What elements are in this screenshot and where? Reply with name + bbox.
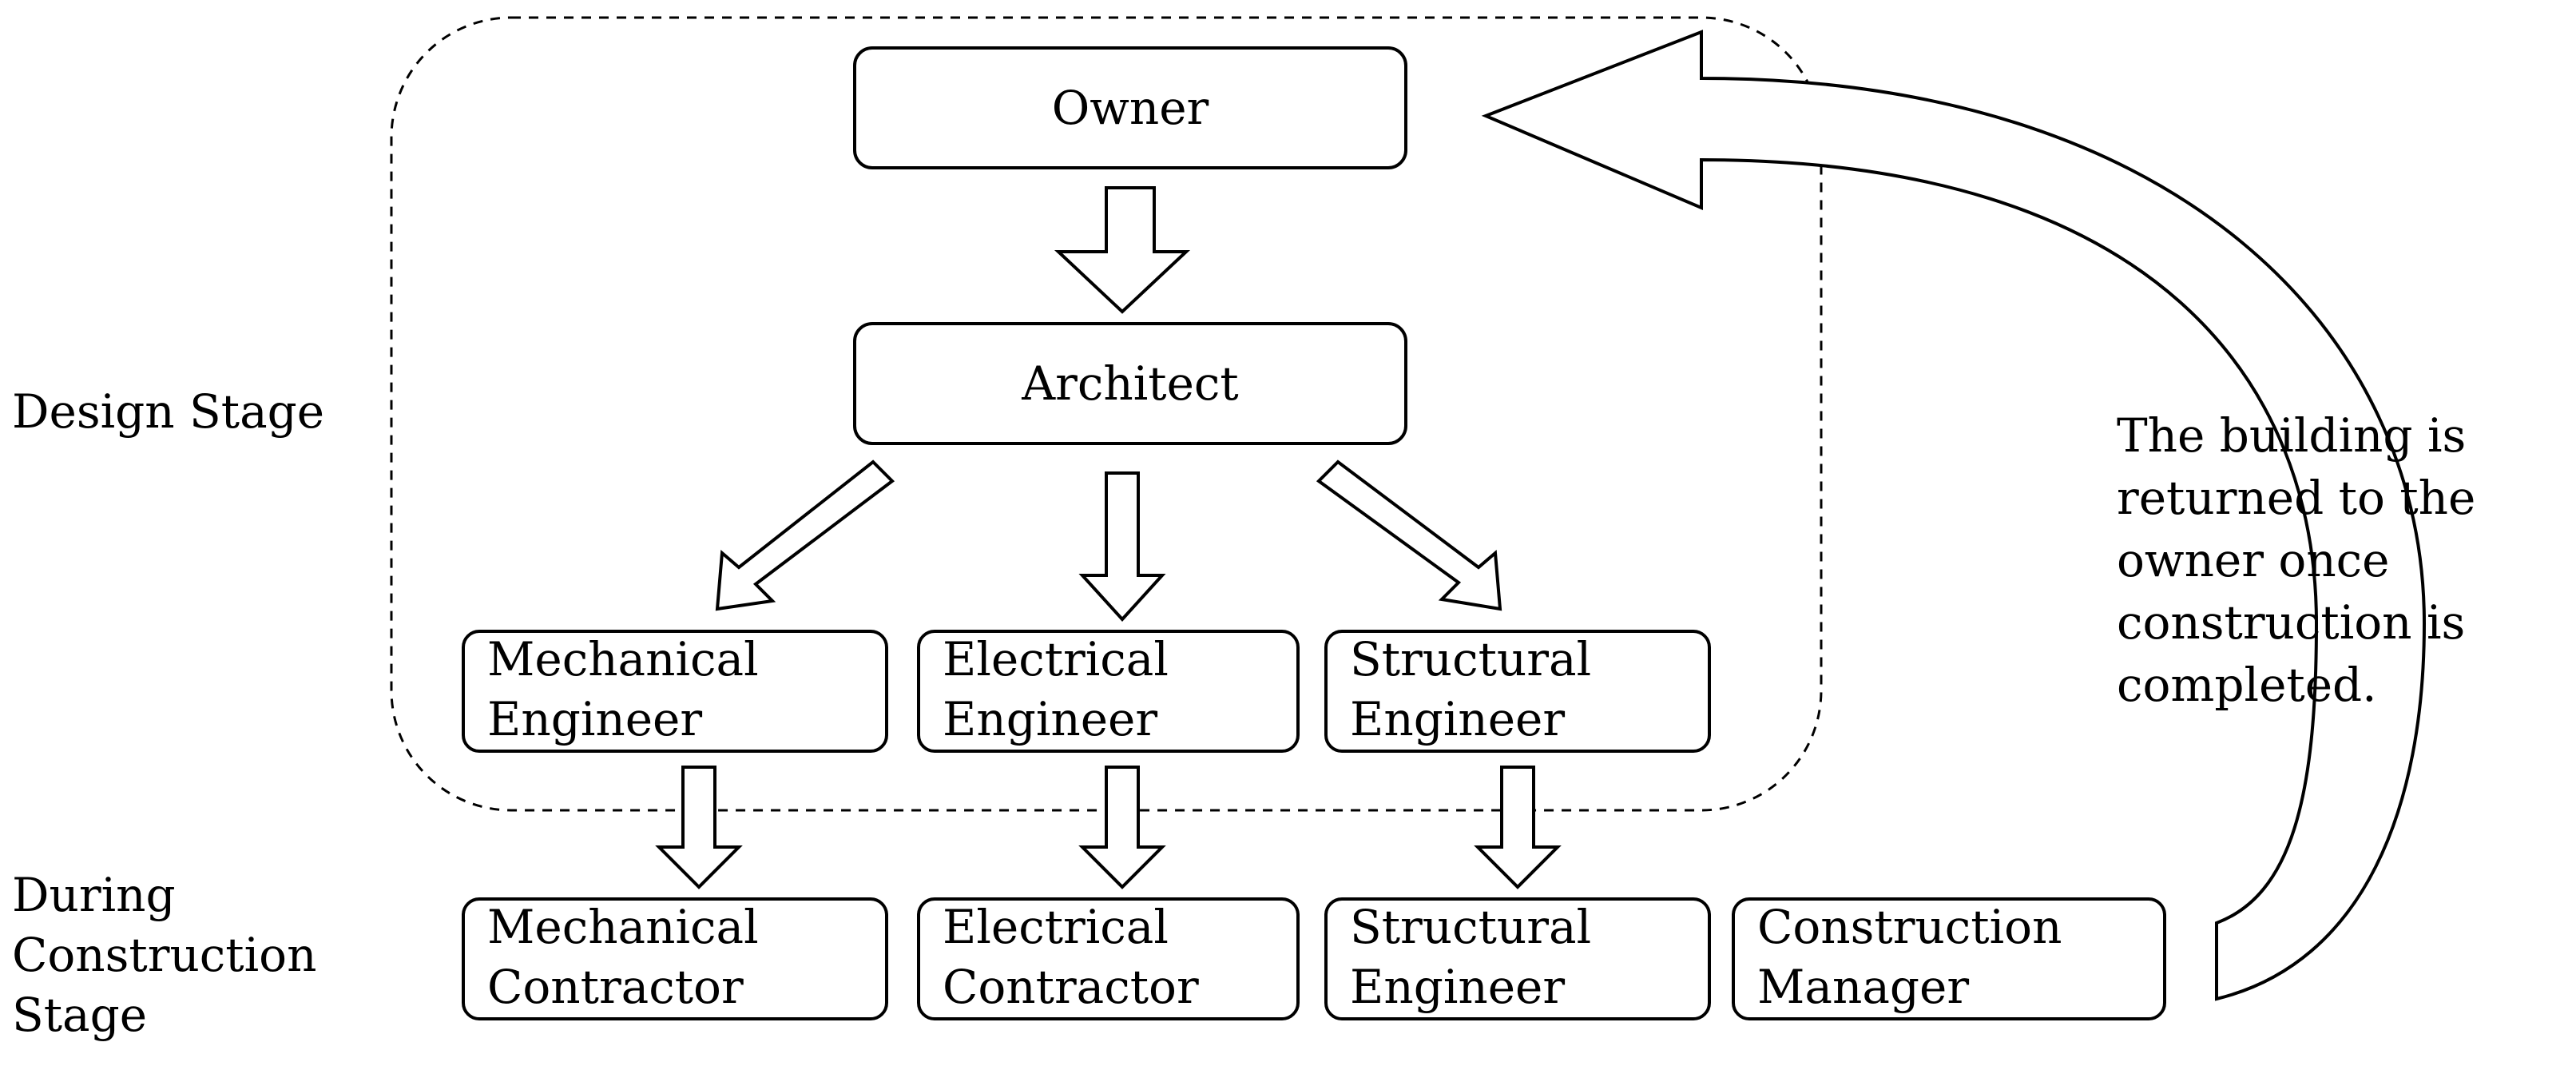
architect-node: Architect [853,322,1407,445]
structural-engineer-construction-line1: Structural [1350,900,1591,954]
construction-manager-line1: Construction [1757,900,2062,954]
construction-stage-label: During Construction Stage [12,868,316,1042]
electrical-contractor-line1: Electrical [943,900,1169,954]
construction-stage-line2: Construction [12,928,316,982]
electrical-engineer-node: Electrical Engineer [917,630,1300,753]
electrical-contractor-line2: Contractor [943,960,1199,1014]
structural-engineer-construction-node: Structural Engineer [1324,897,1711,1020]
arrow-architect-elec [1078,471,1166,622]
structural-engineer-construction-line2: Engineer [1350,960,1565,1014]
structural-engineer-line2: Engineer [1350,692,1565,746]
arrow-struct-engineer-construction [1474,766,1562,889]
mechanical-contractor-line2: Contractor [487,960,744,1014]
note-line3: owner once [2117,533,2390,587]
return-note: The building is returned to the owner on… [2117,408,2475,712]
note-line2: returned to the [2117,471,2475,525]
construction-stage-line3: Stage [12,988,147,1042]
structural-engineer-line1: Structural [1350,632,1591,686]
note-line1: The building is [2117,408,2466,463]
mechanical-engineer-line1: Mechanical [487,632,759,686]
arrow-mech-engineer-contractor [655,766,743,889]
construction-manager-line2: Manager [1757,960,1969,1014]
mechanical-engineer-line2: Engineer [487,692,702,746]
owner-label: Owner [1052,81,1209,135]
mechanical-contractor-node: Mechanical Contractor [462,897,888,1020]
owner-node: Owner [853,46,1407,169]
mechanical-contractor-line1: Mechanical [487,900,759,954]
arrow-architect-struct [1316,459,1502,611]
arrow-elec-engineer-contractor [1078,766,1166,889]
architect-label: Architect [1021,356,1238,411]
note-line5: completed. [2117,658,2377,712]
electrical-engineer-line2: Engineer [943,692,1157,746]
construction-stage-line1: During [12,868,176,922]
design-stage-label: Design Stage [12,384,324,439]
arrow-owner-architect [1054,186,1191,314]
arrow-architect-mech [715,459,895,611]
structural-engineer-node: Structural Engineer [1324,630,1711,753]
return-arrow [1481,30,2427,1001]
electrical-contractor-node: Electrical Contractor [917,897,1300,1020]
construction-manager-node: Construction Manager [1732,897,2166,1020]
electrical-engineer-line1: Electrical [943,632,1169,686]
mechanical-engineer-node: Mechanical Engineer [462,630,888,753]
note-line4: construction is [2117,595,2465,650]
